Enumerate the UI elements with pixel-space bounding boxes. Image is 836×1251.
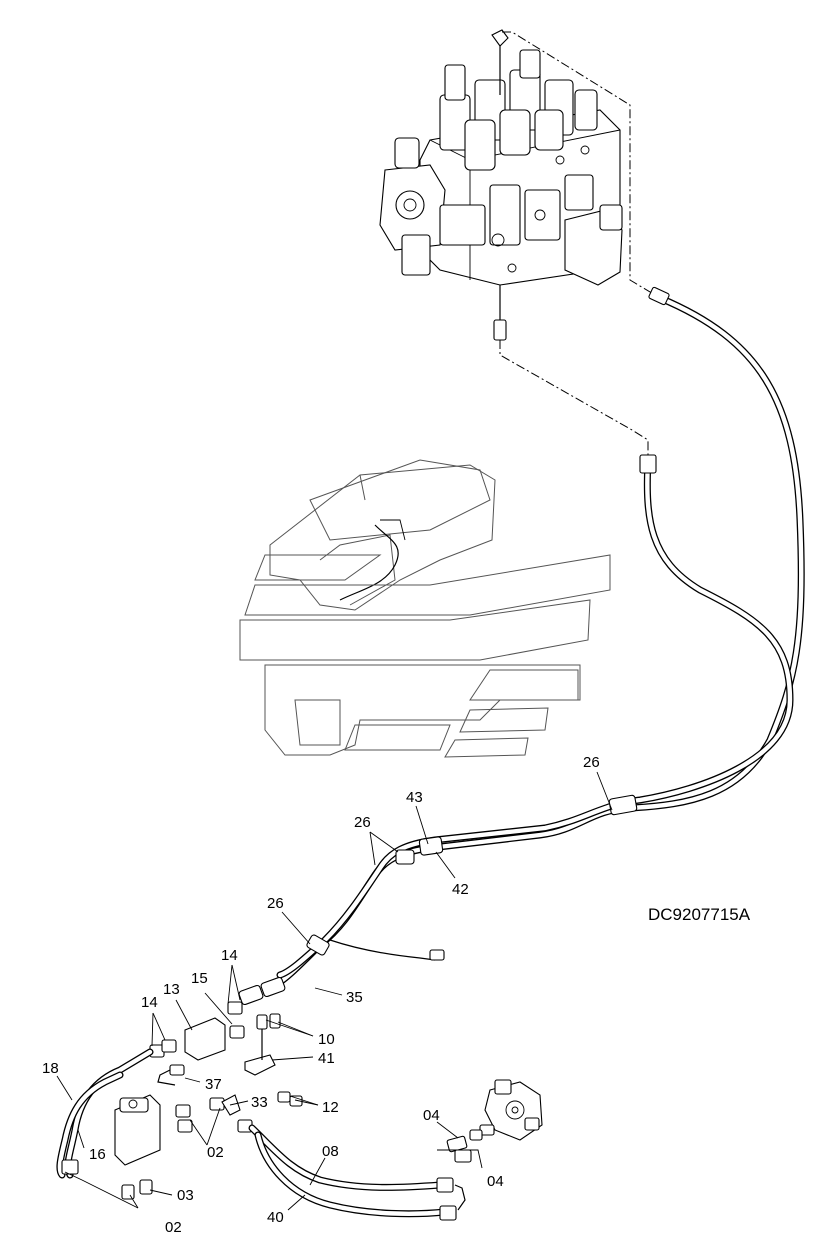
callout-26-lower: 26 <box>267 895 284 912</box>
callout-42: 42 <box>452 881 469 898</box>
callout-labels: 26 43 26 42 26 14 13 15 14 35 10 41 18 3… <box>42 754 600 1236</box>
callout-35: 35 <box>346 989 363 1006</box>
callout-37: 37 <box>205 1076 222 1093</box>
pilot-valve-illustration <box>446 1079 543 1163</box>
lower-valve-assembly <box>56 1001 466 1221</box>
callout-04-lower: 04 <box>487 1173 504 1190</box>
callout-43: 43 <box>406 789 423 806</box>
callout-03: 03 <box>177 1187 194 1204</box>
pilot-hose-route <box>238 286 805 1006</box>
callout-02-lower: 02 <box>165 1219 182 1236</box>
callout-leaders <box>56 771 613 1211</box>
control-valve-illustration <box>379 29 623 341</box>
machine-location-illustration <box>239 459 611 758</box>
callout-26-upper: 26 <box>583 754 600 771</box>
callout-18: 18 <box>42 1060 59 1077</box>
callout-02-upper: 02 <box>207 1144 224 1161</box>
callout-14-lower: 14 <box>141 994 158 1011</box>
callout-15: 15 <box>191 970 208 987</box>
callout-40: 40 <box>267 1209 284 1226</box>
callout-14-upper: 14 <box>221 947 238 964</box>
callout-26-middle: 26 <box>354 814 371 831</box>
callout-10: 10 <box>318 1031 335 1048</box>
callout-41: 41 <box>318 1050 335 1067</box>
callout-33: 33 <box>251 1094 268 1111</box>
callout-16: 16 <box>89 1146 106 1163</box>
callout-12: 12 <box>322 1099 339 1116</box>
callout-13: 13 <box>163 981 180 998</box>
connection-leader-lines <box>499 31 656 455</box>
drawing-code: DC9207715A <box>648 905 751 924</box>
callout-04-upper: 04 <box>423 1107 440 1124</box>
callout-08: 08 <box>322 1143 339 1160</box>
